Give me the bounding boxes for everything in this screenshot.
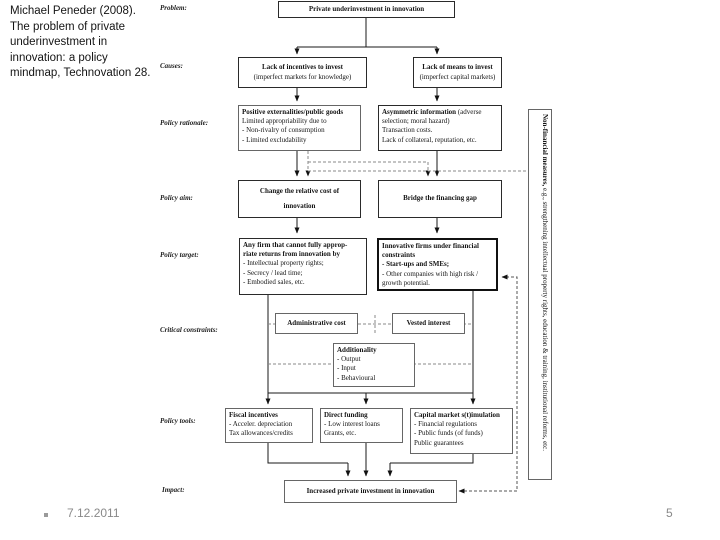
cause-incentives-title: Lack of incentives to invest: [262, 63, 343, 72]
tools-funding-line: - Low interest loans: [324, 420, 380, 429]
rationale-externalities-title: Positive externalities/public goods: [242, 108, 344, 116]
footer-date: 7.12.2011: [67, 506, 120, 520]
target-innovative-firms-title: constraints: [382, 251, 416, 260]
aim-relative-cost-box: Change the relative cost of innovation: [238, 180, 361, 218]
target-innovative-firms-line: - Start-ups and SMEs;: [382, 260, 450, 269]
constraint-additionality-line: - Output: [337, 355, 361, 364]
non-financial-measures-lead: Non-financial measures,: [541, 114, 549, 187]
tools-capital-line: - Public funds (of funds): [414, 429, 483, 438]
cause-incentives-box: Lack of incentives to invest (imperfect …: [238, 57, 367, 88]
rationale-asymmetric-title: Asymmetric information: [382, 108, 457, 116]
constraint-admin-cost-box: Administrative cost: [275, 313, 358, 334]
target-innovative-firms-title: Innovative firms under financial: [382, 242, 479, 250]
constraint-additionality-title: Additionality: [337, 346, 377, 354]
target-any-firm-line: - Intellectual property rights;: [243, 259, 324, 268]
target-innovative-firms-box: Innovative firms under financial constra…: [377, 238, 498, 291]
aim-relative-cost-line: innovation: [283, 201, 316, 210]
target-any-firm-title: riate returns from innovation by: [243, 250, 340, 259]
tools-fiscal-line: - Acceler. depreciation: [229, 420, 293, 429]
target-any-firm-line: - Secrecy / lead time;: [243, 268, 303, 277]
row-label-policy-tools: Policy tools:: [160, 417, 196, 425]
target-innovative-firms-line: - Other companies with high risk /: [382, 269, 479, 278]
citation-line: underinvestment in: [10, 36, 108, 49]
page-number: 5: [666, 506, 673, 520]
cause-means-title: Lack of means to invest: [422, 63, 493, 72]
cause-means-box: Lack of means to invest (imperfect capit…: [413, 57, 502, 88]
row-label-policy-aim: Policy aim:: [160, 194, 193, 202]
constraint-admin-cost-title: Administrative cost: [287, 318, 346, 327]
problem-title: Private underinvestment in innovation: [308, 4, 425, 13]
line-tools-fiscal-down: [267, 443, 348, 464]
constraint-vested-interest-box: Vested interest: [392, 313, 465, 334]
target-any-firm-title: Any firm that cannot fully approp-: [243, 241, 348, 249]
constraint-additionality-line: - Behavioural: [337, 373, 376, 382]
citation-line: mindmap, Technovation 28.: [10, 67, 151, 80]
rationale-externalities-line: - Limited excludability: [242, 135, 307, 144]
constraint-additionality-box: Additionality - Output - Input - Behavio…: [333, 343, 415, 387]
row-label-problem: Problem:: [160, 4, 187, 12]
target-any-firm-box: Any firm that cannot fully approp- riate…: [239, 238, 367, 295]
citation-line: Michael Peneder (2008).: [10, 5, 136, 17]
target-innovative-firms-line: growth potential.: [382, 278, 430, 287]
row-label-policy-rationale: Policy rationale:: [160, 119, 209, 127]
rationale-asymmetric-line: selection; moral hazard): [382, 117, 450, 126]
tools-direct-funding-box: Direct funding - Low interest loans Gran…: [320, 408, 403, 443]
tools-fiscal-title: Fiscal incentives: [229, 411, 278, 419]
tools-funding-line: Grants, etc.: [324, 429, 357, 438]
row-label-causes: Causes:: [160, 62, 183, 70]
tools-capital-line: - Financial regulations: [414, 420, 477, 429]
row-label-policy-target: Policy target:: [160, 251, 199, 259]
tools-capital-market-box: Capital market s(t)imulation - Financial…: [410, 408, 513, 454]
citation: Michael Peneder (2008). The problem of p…: [10, 4, 160, 82]
rationale-asymmetric-line: Lack of collateral, reputation, etc.: [382, 135, 477, 144]
tools-capital-title: Capital market s(t)imulation: [414, 411, 500, 419]
impact-title: Increased private investment in innovati…: [306, 486, 435, 495]
rationale-asymmetric-box: Asymmetric information (adverse selectio…: [378, 105, 502, 151]
problem-box: Private underinvestment in innovation: [278, 1, 455, 18]
non-financial-measures-box: Non-financial measures, e.g., strengthen…: [528, 109, 552, 480]
aim-financing-gap-title: Bridge the financing gap: [403, 194, 477, 203]
tools-funding-title: Direct funding: [324, 411, 368, 419]
rationale-externalities-line: Limited appropriability due to: [242, 117, 327, 126]
cause-incentives-subtitle: (imperfect markets for knowledge): [253, 72, 352, 81]
row-label-critical-constraints: Critical constraints:: [160, 326, 218, 334]
non-financial-measures-rest: e.g., strengthening intellectual propert…: [541, 186, 549, 451]
citation-line: The problem of private: [10, 20, 126, 33]
rationale-asymmetric-title-rest: (adverse: [456, 108, 482, 116]
impact-box: Increased private investment in innovati…: [284, 480, 457, 503]
dashed-feedback-loop: [458, 274, 518, 494]
line-tools-capital-down: [390, 454, 474, 464]
tools-fiscal-incentives-box: Fiscal incentives - Acceler. depreciatio…: [225, 408, 313, 443]
cause-means-subtitle: (imperfect capital markets): [419, 72, 496, 81]
rationale-asymmetric-line: Transaction costs.: [382, 126, 433, 135]
target-any-firm-line: - Embodied sales, etc.: [243, 277, 305, 286]
tools-fiscal-line: Tax allowances/credits: [229, 429, 293, 438]
citation-line: innovation: a policy: [10, 51, 108, 64]
aim-financing-gap-box: Bridge the financing gap: [378, 180, 502, 218]
rationale-asymmetric-titleline: Asymmetric information (adverse: [382, 108, 498, 117]
constraint-additionality-line: - Input: [337, 364, 356, 373]
rationale-externalities-line: - Non-rivalry of consumption: [242, 126, 325, 135]
row-label-impact: Impact:: [162, 486, 185, 494]
constraint-vested-interest-title: Vested interest: [406, 318, 451, 327]
footer-bullet: [44, 513, 48, 517]
rationale-externalities-box: Positive externalities/public goods Limi…: [238, 105, 361, 151]
tools-capital-line: Public guarantees: [414, 438, 464, 447]
aim-relative-cost-line: Change the relative cost of: [259, 187, 340, 196]
